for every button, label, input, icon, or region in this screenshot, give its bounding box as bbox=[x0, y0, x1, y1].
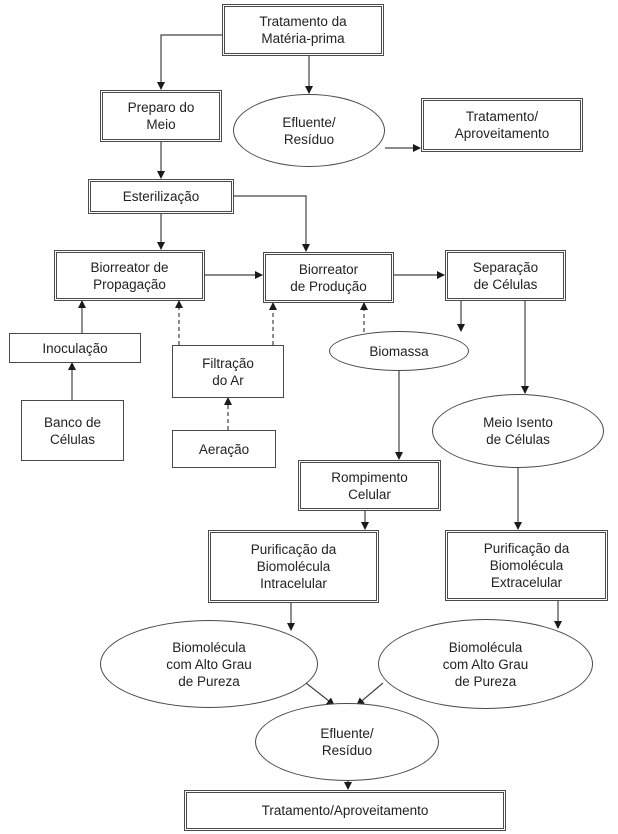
edge-biomolecula-left-to-efluente bbox=[305, 682, 335, 706]
edge-materia-prima-to-preparo bbox=[157, 34, 222, 90]
node-efluente-bottom: Efluente/ Resíduo bbox=[255, 703, 439, 781]
node-label: Meio Isento de Células bbox=[483, 415, 553, 447]
edge-biomolecula-right-to-efluente bbox=[356, 682, 384, 706]
node-label: Tratamento da Matéria-prima bbox=[259, 14, 347, 46]
node-inoculacao: Inoculação bbox=[9, 333, 141, 363]
node-label: Biomassa bbox=[369, 343, 429, 359]
node-biomolecula-left: Biomolécula com Alto Grau de Pureza bbox=[100, 620, 318, 708]
node-label: Efluente/ Resíduo bbox=[320, 726, 374, 758]
node-rompimento-celular: Rompimento Celular bbox=[298, 460, 441, 511]
node-banco-celulas: Banco de Células bbox=[21, 400, 124, 461]
node-biomassa: Biomassa bbox=[329, 331, 469, 371]
node-separacao-celulas: Separação de Células bbox=[445, 250, 566, 301]
node-label: Inoculação bbox=[42, 340, 108, 356]
node-label: Tratamento/ Aproveitamento bbox=[454, 109, 550, 141]
node-label: Efluente/ Resíduo bbox=[282, 114, 336, 147]
node-label: Purificação da Biomolécula Intracelular bbox=[250, 542, 337, 591]
node-label: Aeração bbox=[198, 441, 250, 457]
node-label: Esterilização bbox=[122, 189, 200, 204]
node-purificacao-intracelular: Purificação da Biomolécula Intracelular bbox=[208, 530, 379, 603]
node-label: Banco de Células bbox=[43, 414, 102, 447]
node-purificacao-extracelular: Purificação da Biomolécula Extracelular bbox=[445, 530, 608, 601]
node-label: Tratamento/Aproveitamento bbox=[261, 803, 429, 818]
node-preparo-meio: Preparo do Meio bbox=[100, 90, 222, 142]
node-label: Biomolécula com Alto Grau de Pureza bbox=[442, 639, 529, 689]
node-label: Purificação da Biomolécula Extracelular bbox=[483, 541, 570, 590]
node-label: Rompimento Celular bbox=[331, 469, 408, 502]
edge-esterilizacao-to-producao bbox=[233, 195, 310, 252]
node-label: Biorreator de Produção bbox=[290, 261, 367, 294]
node-meio-isento: Meio Isento de Células bbox=[432, 394, 604, 468]
node-label: Filtração do Ar bbox=[202, 355, 254, 388]
node-esterilizacao: Esterilização bbox=[88, 179, 234, 214]
node-label: Separação de Células bbox=[472, 259, 539, 292]
node-efluente-top: Efluente/ Resíduo bbox=[233, 94, 385, 167]
node-label: Biorreator de Propagação bbox=[90, 259, 169, 292]
node-tratamento-top: Tratamento/ Aproveitamento bbox=[421, 98, 583, 152]
node-label: Biomolécula com Alto Grau de Pureza bbox=[166, 639, 252, 689]
node-filtracao-ar: Filtração do Ar bbox=[172, 345, 284, 398]
node-label: Preparo do Meio bbox=[127, 100, 195, 132]
node-biomolecula-right: Biomolécula com Alto Grau de Pureza bbox=[378, 619, 593, 709]
node-biorreator-propagacao: Biorreator de Propagação bbox=[54, 250, 205, 301]
node-aeracao: Aeração bbox=[172, 430, 276, 468]
node-tratamento-bottom: Tratamento/Aproveitamento bbox=[184, 790, 506, 831]
node-tratamento-materia-prima: Tratamento da Matéria-prima bbox=[222, 4, 384, 56]
node-biorreator-producao: Biorreator de Produção bbox=[263, 252, 394, 303]
